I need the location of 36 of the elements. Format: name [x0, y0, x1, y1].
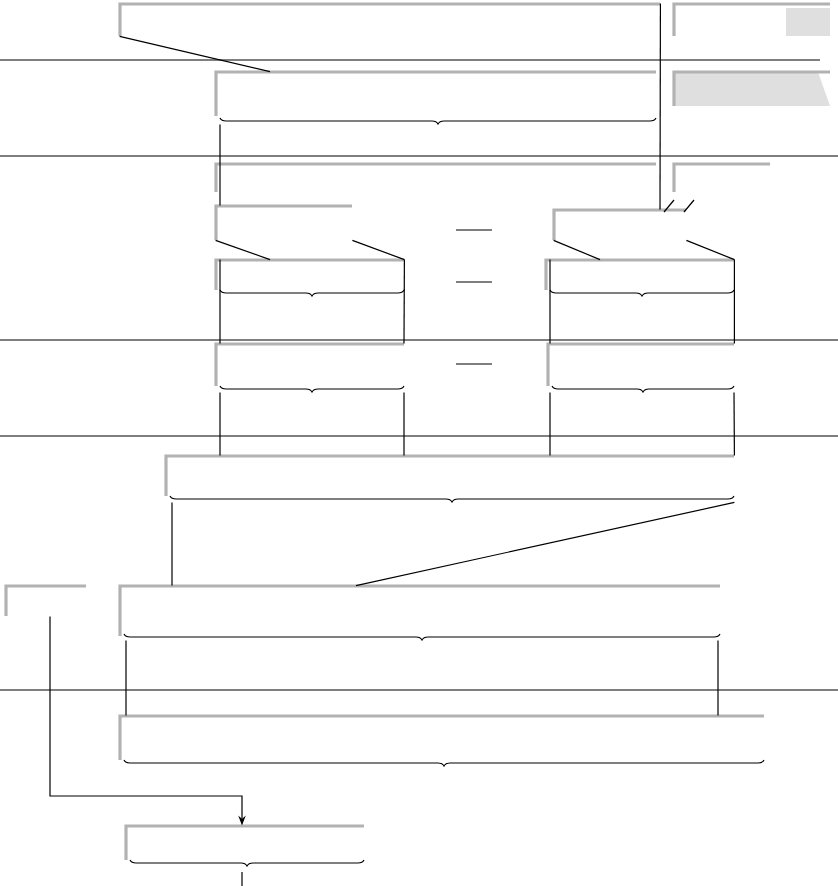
connector	[215, 239, 271, 261]
box	[214, 258, 404, 290]
box	[214, 162, 656, 192]
connector	[219, 259, 221, 345]
connector	[553, 239, 601, 261]
connector	[717, 639, 719, 717]
connector	[403, 391, 405, 457]
connector	[351, 239, 405, 261]
connector	[733, 259, 735, 345]
connector	[355, 501, 735, 587]
box	[124, 824, 364, 860]
box	[544, 258, 734, 290]
box	[214, 70, 656, 116]
connector	[219, 123, 221, 207]
connector	[733, 391, 735, 457]
box	[552, 208, 686, 240]
connector	[171, 501, 173, 587]
box	[164, 454, 734, 496]
box	[118, 584, 720, 636]
connector	[549, 259, 551, 345]
connector	[219, 391, 221, 457]
box	[4, 584, 86, 616]
connector	[549, 391, 551, 457]
connector	[403, 259, 405, 345]
connector	[685, 239, 735, 261]
box	[214, 204, 352, 240]
connector	[659, 3, 661, 211]
box	[118, 714, 764, 760]
connector	[119, 35, 271, 73]
box	[672, 162, 770, 192]
box	[672, 70, 830, 106]
box	[118, 2, 660, 36]
box	[672, 2, 830, 36]
connector	[125, 639, 127, 717]
box	[546, 342, 734, 386]
box	[214, 342, 404, 386]
